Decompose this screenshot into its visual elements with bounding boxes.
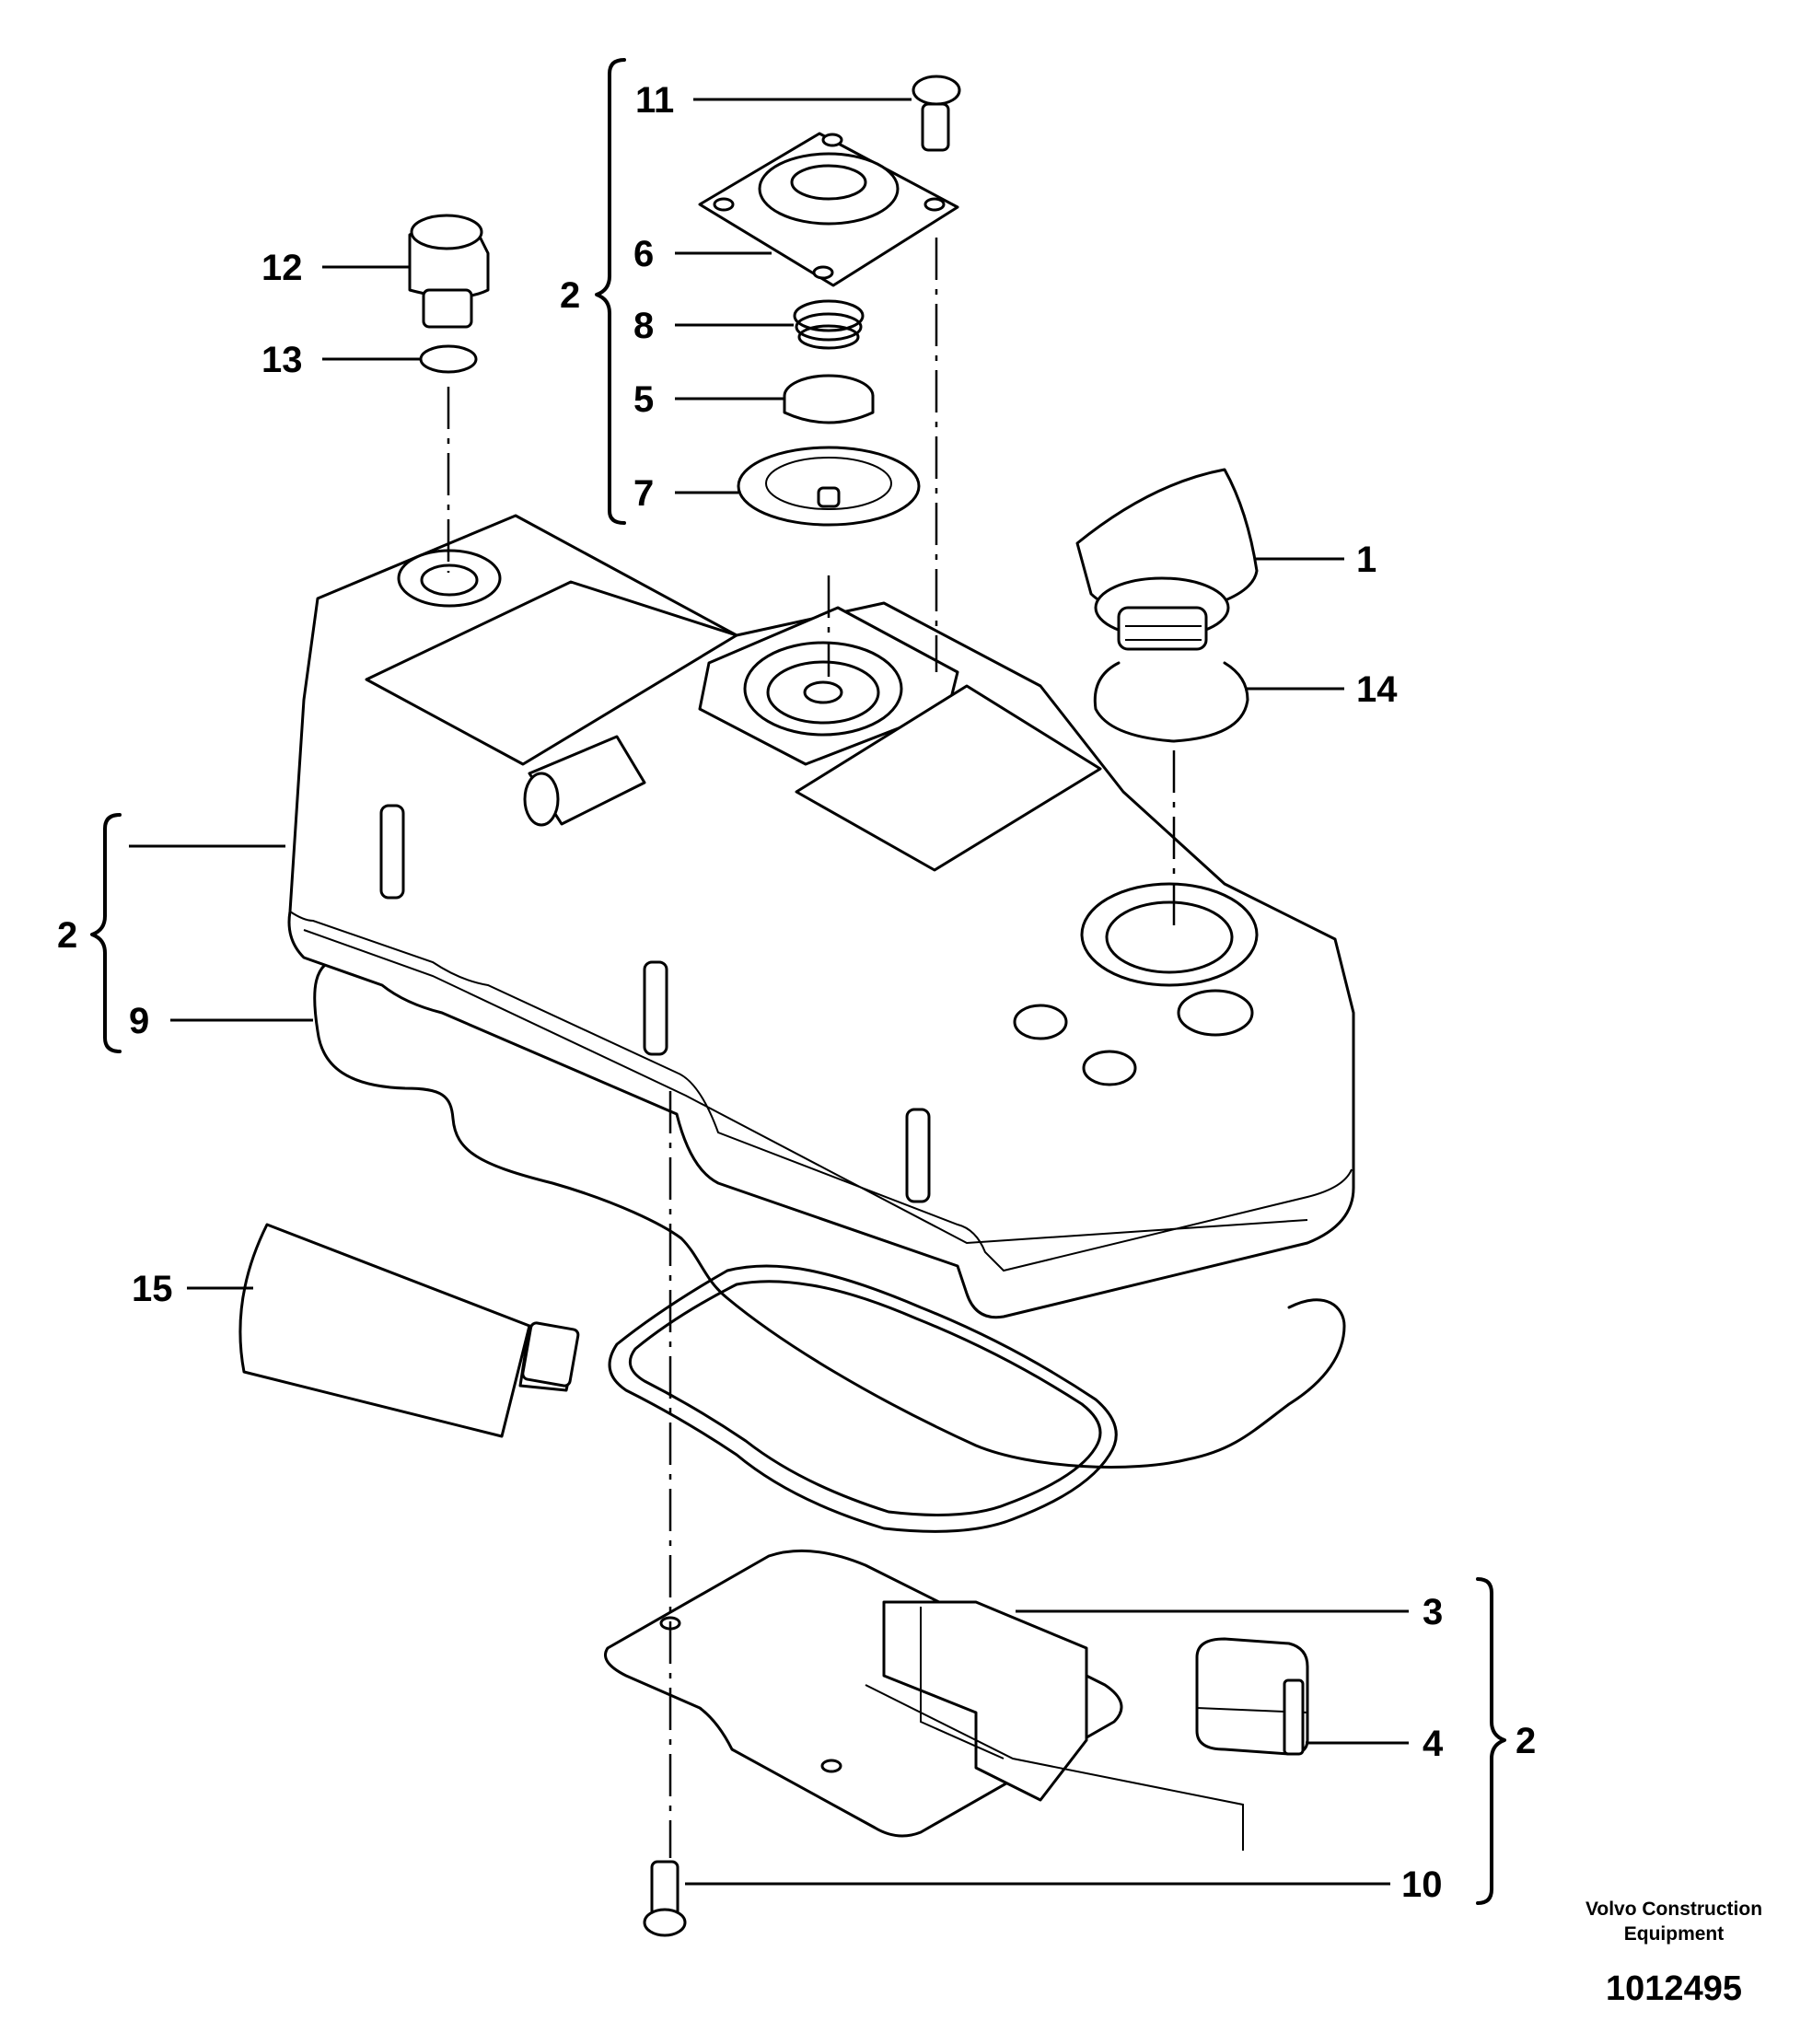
callout-9: 9 bbox=[129, 1001, 149, 1041]
sealant-tube-15 bbox=[238, 1223, 580, 1438]
gasket-9 bbox=[313, 956, 1346, 1469]
oil-filler-cap-1 bbox=[1075, 468, 1259, 651]
spring-8 bbox=[793, 299, 865, 350]
group-braces bbox=[90, 58, 1506, 1905]
callout-4: 4 bbox=[1423, 1724, 1444, 1764]
callout-3: 3 bbox=[1423, 1592, 1443, 1632]
callout-14: 14 bbox=[1356, 669, 1398, 710]
breather-cover-6 bbox=[698, 132, 959, 287]
seal-ring-13 bbox=[419, 344, 478, 374]
callout-2-bottom: 2 bbox=[1516, 1721, 1536, 1761]
footer: Volvo Construction Equipment 1012495 bbox=[1586, 1899, 1762, 2008]
callout-12: 12 bbox=[261, 248, 303, 288]
callout-6: 6 bbox=[633, 234, 654, 274]
callout-15: 15 bbox=[132, 1269, 173, 1309]
callout-5: 5 bbox=[633, 379, 654, 420]
screw-11 bbox=[912, 75, 961, 152]
inner-gasket bbox=[608, 1264, 1118, 1533]
leader-lines bbox=[129, 98, 1409, 1886]
alignment-lines bbox=[447, 238, 1176, 1858]
callout-1: 1 bbox=[1356, 540, 1376, 580]
callout-2-top: 2 bbox=[560, 275, 580, 316]
grommet-4 bbox=[1195, 1637, 1309, 1756]
brand-line-2: Equipment bbox=[1624, 1923, 1725, 1945]
diaphragm-7 bbox=[737, 446, 921, 527]
rocker-cover bbox=[287, 514, 1355, 1319]
callout-11: 11 bbox=[635, 80, 674, 121]
callout-10: 10 bbox=[1401, 1864, 1443, 1905]
brand-line-1: Volvo Construction bbox=[1586, 1899, 1762, 1920]
callouts: 11 6 8 5 7 2 12 13 1 14 2 9 15 3 4 2 10 bbox=[57, 80, 1536, 1905]
callout-13: 13 bbox=[261, 340, 303, 380]
oil-trap-3 bbox=[865, 1600, 1244, 1851]
callout-7: 7 bbox=[633, 473, 654, 514]
document-number: 1012495 bbox=[1606, 1969, 1742, 2008]
o-ring-14 bbox=[1093, 661, 1249, 743]
callout-2-left: 2 bbox=[57, 915, 77, 956]
screw-10 bbox=[643, 1860, 687, 1937]
plug-12 bbox=[408, 214, 490, 329]
valve-5 bbox=[783, 374, 875, 424]
callout-8: 8 bbox=[633, 306, 654, 346]
